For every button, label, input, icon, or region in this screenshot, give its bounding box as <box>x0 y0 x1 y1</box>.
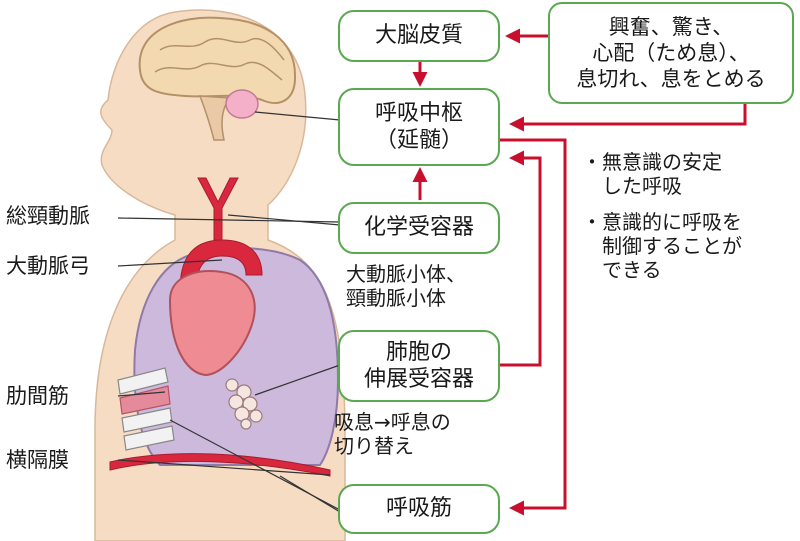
note-conscious: ・意識的に呼吸を 制御することが できる <box>582 210 742 282</box>
chemoreceptor-description: 大動脈小体、 頸動脈小体 <box>346 262 466 310</box>
ribs <box>117 367 175 451</box>
heart <box>168 270 256 377</box>
aortic-arch-label: 大動脈弓 <box>6 254 90 278</box>
cerebellum <box>225 89 259 119</box>
intercostal-muscle-label: 肋間筋 <box>6 384 69 408</box>
cerebral-cortex-box: 大脳皮質 <box>338 10 500 62</box>
respiratory-muscle-box: 呼吸筋 <box>338 484 500 534</box>
stretch-receptor-box: 肺胞の 伸展受容器 <box>338 330 500 402</box>
alveoli <box>225 378 263 430</box>
note-unconscious: ・無意識の安定 した呼吸 <box>582 150 722 198</box>
carotid-artery-label: 総頸動脈 <box>6 204 90 228</box>
chemoreceptor-box: 化学受容器 <box>338 202 500 254</box>
brain-folds <box>154 37 285 81</box>
stretch-receptor-description: 吸息→呼息の 切り替え <box>334 410 451 458</box>
brain <box>138 16 297 104</box>
respiratory-center-box: 呼吸中枢 （延髄） <box>338 88 500 166</box>
aortic-arch <box>179 239 263 291</box>
carotid-artery <box>197 177 239 241</box>
emotion-triggers-box: 興奮、驚き、 心配（ため息）、 息切れ、息をとめる <box>548 2 794 104</box>
diaphragm-label: 横隔膜 <box>6 448 69 472</box>
red-arrows <box>412 28 747 516</box>
leader-lines <box>117 111 341 513</box>
